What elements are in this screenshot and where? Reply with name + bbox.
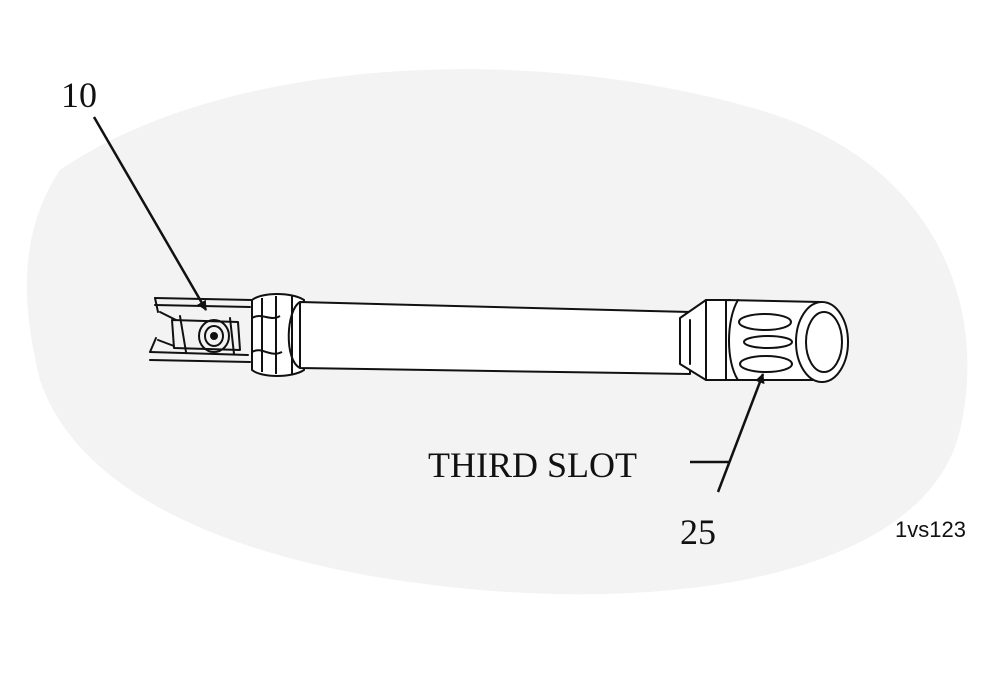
callout-label-10: 10 (61, 75, 97, 115)
leader-arrow-10 (92, 116, 208, 311)
leader-arrow-25 (716, 373, 765, 493)
figure-id: 1vs123 (895, 517, 966, 542)
barrel-tube (287, 301, 691, 375)
flash-suppressor-item-25 (679, 299, 849, 383)
callout-label-third-slot: THIRD SLOT (428, 445, 637, 485)
callout-label-25: 25 (680, 512, 716, 552)
bolt-face-item-10 (198, 319, 230, 353)
